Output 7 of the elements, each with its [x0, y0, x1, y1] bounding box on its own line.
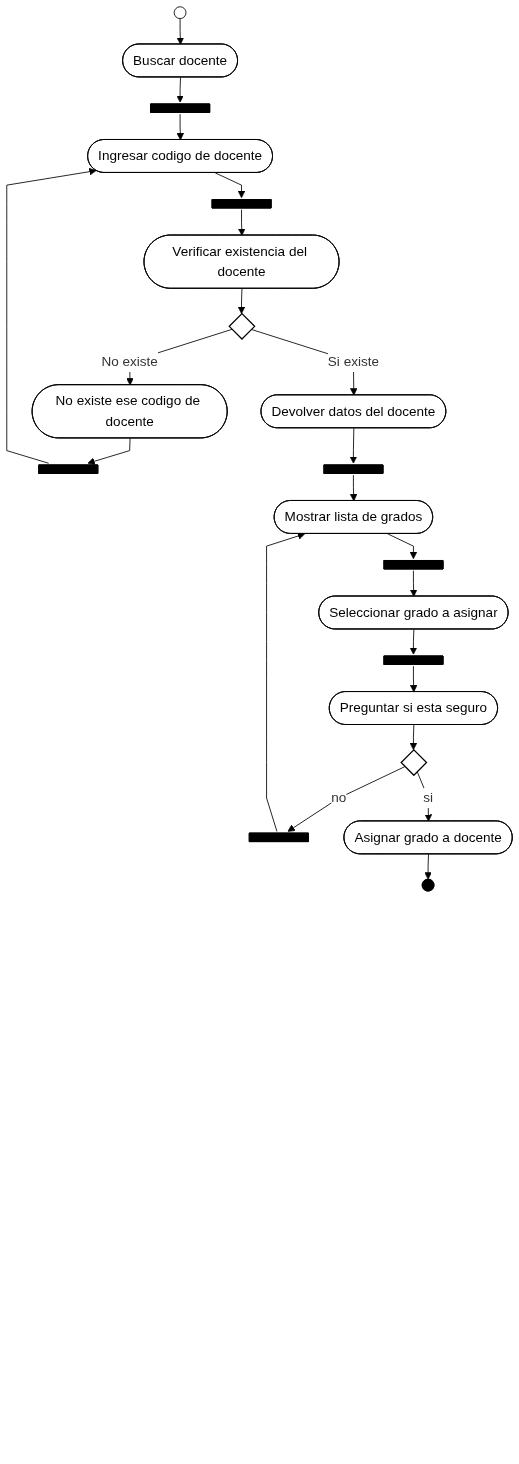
node-diamond [228, 312, 256, 340]
edge-label: Si existe [327, 354, 379, 369]
edge-label: no [331, 790, 347, 805]
edge-label: No existe [101, 354, 158, 369]
node-circle [173, 6, 187, 20]
node-diamond [400, 748, 428, 777]
edge-label: si [423, 790, 433, 805]
